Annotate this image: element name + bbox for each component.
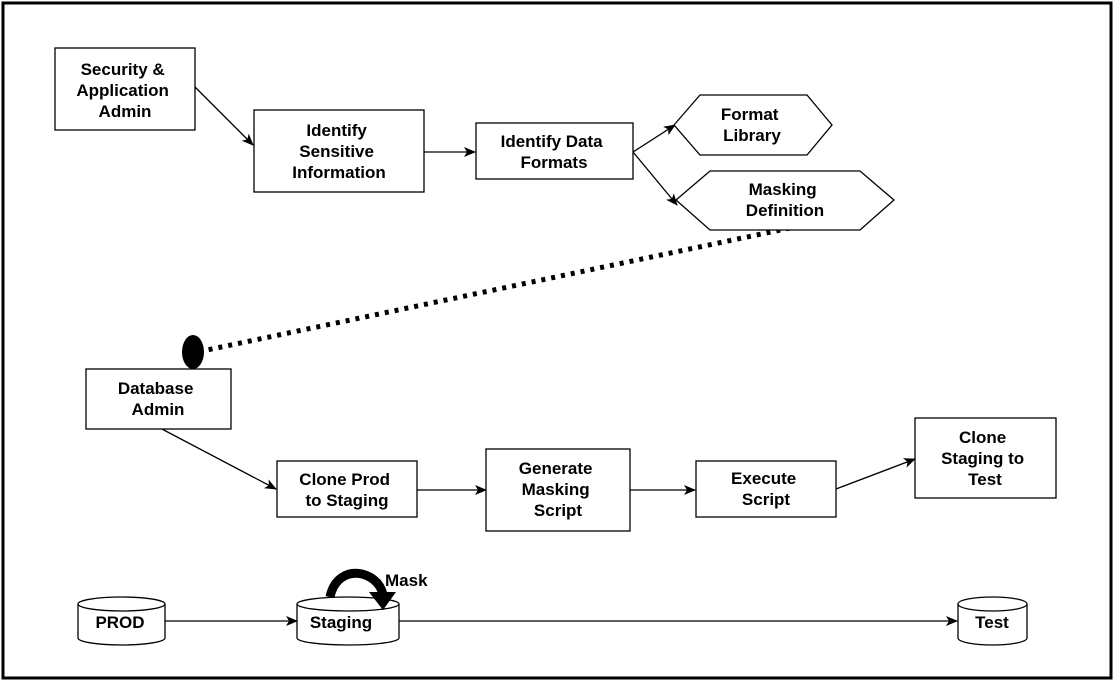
arrow-dba-to-clone (159, 427, 277, 490)
node-masking-definition-label: Masking Definition (746, 180, 824, 220)
db-staging: Staging (296, 596, 400, 646)
arrow-formats-to-masking-def (632, 151, 678, 206)
db-prod-label: PROD (95, 613, 144, 632)
node-format-library-label: Format Library (721, 105, 783, 145)
node-clone-staging-test-label: Clone Staging to Test (941, 428, 1029, 489)
node-execute-script: Execute Script (695, 460, 837, 518)
node-generate-script-label: Generate Masking Script (519, 459, 597, 520)
db-staging-label: Staging (310, 613, 372, 632)
arrow-formats-to-library (632, 124, 676, 153)
node-clone-staging-test: Clone Staging to Test (914, 417, 1057, 499)
mask-curved-arrow-icon (325, 568, 396, 610)
node-clone-prod-label: Clone Prod to Staging (299, 470, 394, 510)
node-identify-formats: Identify Data Formats (475, 122, 634, 180)
node-security-admin: Security & Application Admin (54, 47, 196, 131)
arrow-admin-to-identify (194, 86, 254, 146)
dbadmin-connector-dot (182, 335, 204, 369)
node-generate-script: Generate Masking Script (485, 448, 631, 532)
connectors (159, 86, 958, 626)
dotted-association-line (206, 225, 791, 353)
db-prod: PROD (77, 596, 166, 646)
node-identify-sensitive-label: Identify Sensitive Information (292, 121, 386, 182)
node-masking-definition: Masking Definition (675, 170, 895, 231)
node-database-admin: Database Admin (85, 368, 232, 430)
node-identify-formats-label: Identify Data Formats (501, 132, 608, 172)
node-clone-prod: Clone Prod to Staging (276, 460, 418, 518)
node-database-admin-label: Database Admin (118, 379, 198, 419)
mask-label: Mask (385, 571, 428, 590)
arrow-execute-to-clone-test (835, 458, 916, 490)
node-execute-script-label: Execute Script (731, 469, 801, 509)
node-format-library: Format Library (673, 94, 833, 156)
db-test-label: Test (975, 613, 1009, 632)
node-identify-sensitive: Identify Sensitive Information (253, 109, 425, 193)
node-security-admin-label: Security & Application Admin (76, 60, 173, 121)
db-test: Test (957, 596, 1028, 646)
